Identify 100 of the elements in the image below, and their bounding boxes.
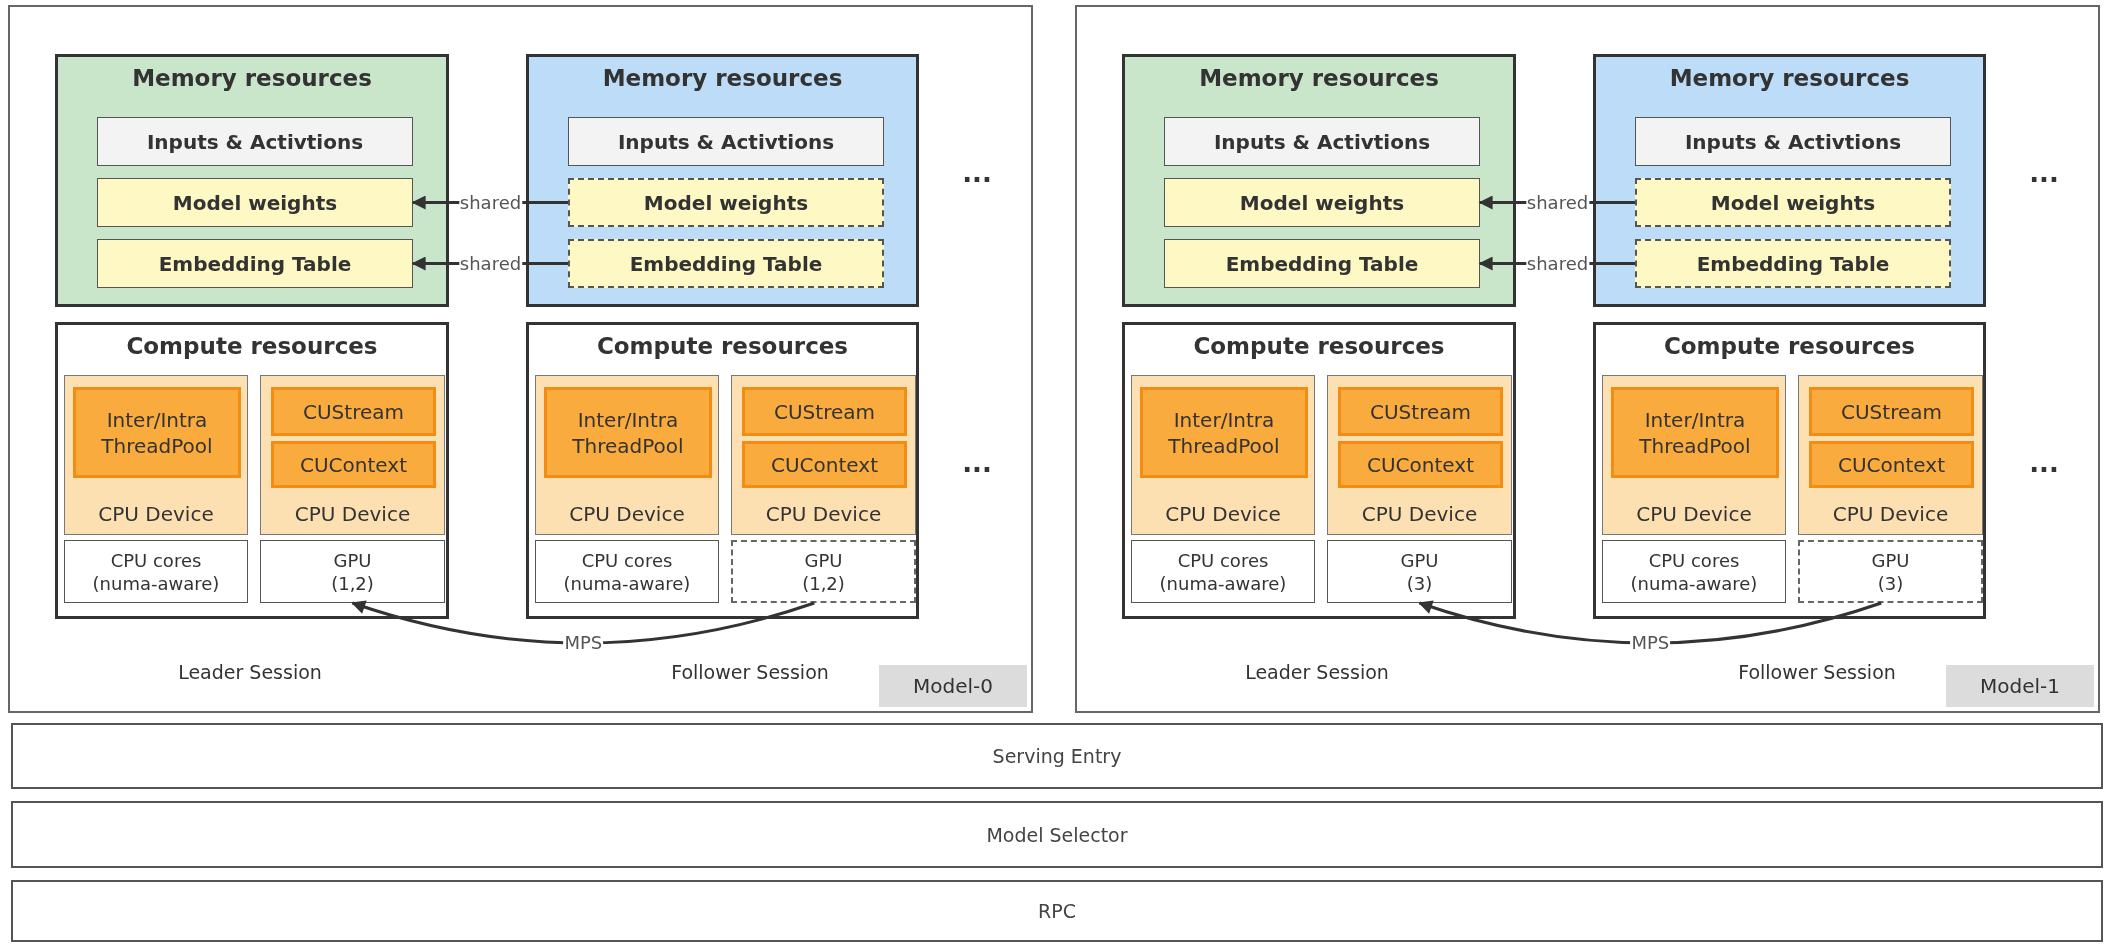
block-label: Inputs & Activtions — [146, 128, 364, 155]
block-label: CUContext — [1367, 451, 1474, 478]
hardware-block — [1327, 540, 1512, 603]
block-label: Embedding Table — [158, 250, 352, 277]
memory-block — [568, 239, 884, 288]
block-label: Serving Entry — [992, 743, 1122, 769]
resource-block — [1140, 387, 1308, 478]
memory-block — [568, 178, 884, 227]
hardware-block — [535, 540, 719, 603]
hardware-block — [1798, 540, 1983, 603]
resource-block — [1809, 387, 1974, 436]
session-label: Leader Session — [1245, 661, 1389, 683]
device-label: CPU Device — [1832, 502, 1949, 526]
block-label: GPU (1,2) — [801, 548, 846, 595]
device-panel — [535, 375, 719, 535]
layer-bar — [11, 801, 2103, 868]
panel-title: Memory resources — [1669, 65, 1910, 91]
hardware-block — [260, 540, 445, 603]
ellipsis: ··· — [2029, 455, 2059, 485]
model-panel — [8, 5, 1033, 713]
device-panel — [731, 375, 916, 535]
block-label: Model weights — [1710, 189, 1876, 216]
memory-panel — [55, 54, 449, 307]
compute-panel — [1122, 322, 1516, 619]
memory-block — [1164, 239, 1480, 288]
block-label: CUContext — [771, 451, 878, 478]
panel-title: Memory resources — [132, 65, 372, 91]
device-panel — [1798, 375, 1983, 535]
panel-title: Compute resources — [126, 333, 378, 359]
memory-block — [97, 117, 413, 166]
resource-block — [544, 387, 712, 478]
memory-block — [1635, 239, 1951, 288]
block-label: Model weights — [1239, 189, 1405, 216]
block-label: Model weights — [172, 189, 338, 216]
resource-block — [1338, 387, 1503, 436]
memory-panel — [1593, 54, 1986, 307]
resource-block — [73, 387, 241, 478]
model-tag: Model-0 — [879, 665, 1027, 707]
resource-block — [742, 441, 907, 488]
device-label: CPU Device — [1361, 502, 1478, 526]
device-label: CPU Device — [294, 502, 411, 526]
block-label: CPU cores (numa-aware) — [1629, 548, 1759, 595]
device-label: CPU Device — [765, 502, 882, 526]
block-label: CUStream — [303, 398, 404, 425]
ellipsis: ··· — [962, 455, 992, 485]
hardware-block — [1602, 540, 1786, 603]
hardware-block — [731, 540, 916, 603]
panel-title: Compute resources — [596, 333, 849, 359]
ellipsis: ··· — [2029, 165, 2059, 195]
compute-panel — [526, 322, 919, 619]
block-label: CUStream — [774, 398, 875, 425]
memory-block — [568, 117, 884, 166]
block-label: CPU cores (numa-aware) — [1158, 548, 1288, 595]
memory-block — [1635, 178, 1951, 227]
compute-panel — [55, 322, 449, 619]
device-panel — [1131, 375, 1315, 535]
block-label: Embedding Table — [1225, 250, 1419, 277]
layer-bar — [11, 880, 2103, 942]
session-label: Follower Session — [1738, 661, 1896, 683]
block-label: CUContext — [1838, 451, 1945, 478]
layer-bar — [11, 723, 2103, 789]
resource-block — [1809, 441, 1974, 488]
block-label: Inter/Intra ThreadPool — [100, 406, 214, 459]
memory-block — [1164, 117, 1480, 166]
device-label: CPU Device — [1165, 502, 1281, 526]
hardware-block — [64, 540, 248, 603]
block-label: Inter/Intra ThreadPool — [1638, 406, 1752, 459]
block-label: Inputs & Activtions — [1213, 128, 1431, 155]
block-label: Model weights — [643, 189, 809, 216]
block-label: GPU (3) — [1399, 548, 1440, 595]
session-label: Leader Session — [178, 661, 322, 683]
resource-block — [271, 387, 436, 436]
block-label: Model Selector — [986, 822, 1128, 847]
panel-title: Memory resources — [1199, 65, 1439, 91]
session-label: Follower Session — [671, 661, 829, 683]
resource-block — [1338, 441, 1503, 488]
memory-block — [97, 239, 413, 288]
block-label: Embedding Table — [629, 250, 823, 277]
hardware-block — [1131, 540, 1315, 603]
block-label: CPU cores (numa-aware) — [562, 548, 692, 595]
block-label: Inter/Intra ThreadPool — [571, 406, 685, 459]
block-label: Inter/Intra ThreadPool — [1167, 406, 1281, 459]
block-label: GPU (1,2) — [330, 548, 375, 595]
panel-title: Compute resources — [1663, 333, 1916, 359]
block-label: CPU cores (numa-aware) — [91, 548, 221, 595]
memory-panel — [1122, 54, 1516, 307]
model-panel — [1075, 5, 2100, 713]
device-label: CPU Device — [98, 502, 214, 526]
block-label: Embedding Table — [1696, 250, 1890, 277]
block-label: RPC — [1038, 898, 1076, 924]
block-label: CUStream — [1370, 398, 1471, 425]
device-panel — [1327, 375, 1512, 535]
block-label: Inputs & Activtions — [617, 128, 835, 155]
memory-block — [1164, 178, 1480, 227]
memory-panel — [526, 54, 919, 307]
block-label: CUContext — [300, 451, 407, 478]
compute-panel — [1593, 322, 1986, 619]
resource-block — [271, 441, 436, 488]
panel-title: Memory resources — [602, 65, 843, 91]
device-label: CPU Device — [1636, 502, 1752, 526]
